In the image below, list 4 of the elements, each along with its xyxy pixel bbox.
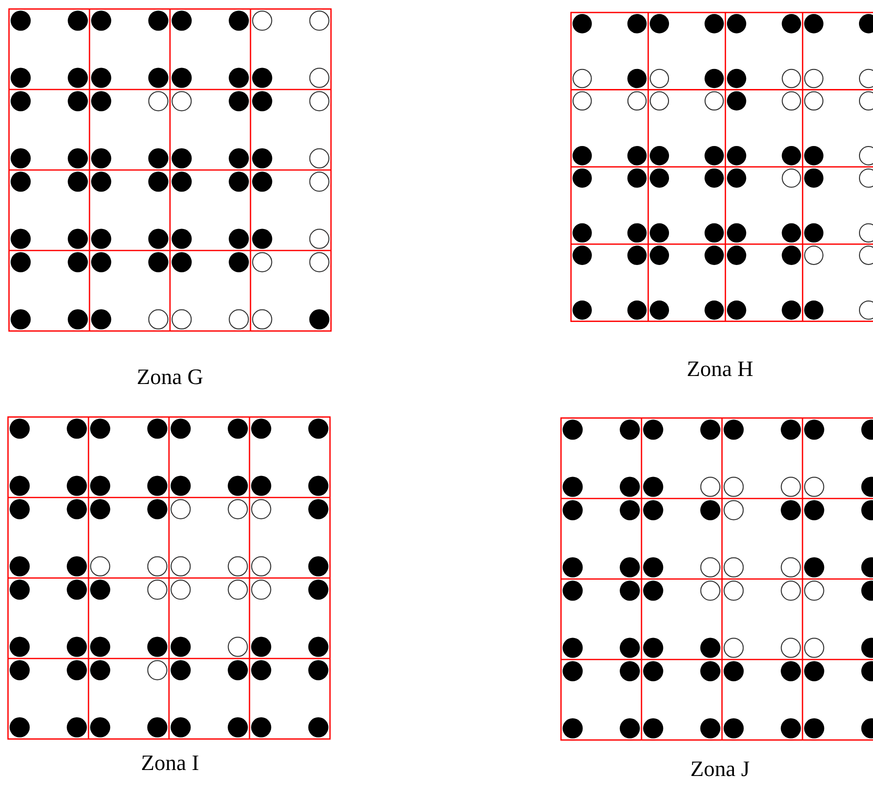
panel-caption: Zona J <box>690 756 750 782</box>
panel-caption: Zona H <box>686 356 754 382</box>
panel-caption: Zona I <box>140 750 200 776</box>
panel-caption: Zona G <box>136 364 204 390</box>
